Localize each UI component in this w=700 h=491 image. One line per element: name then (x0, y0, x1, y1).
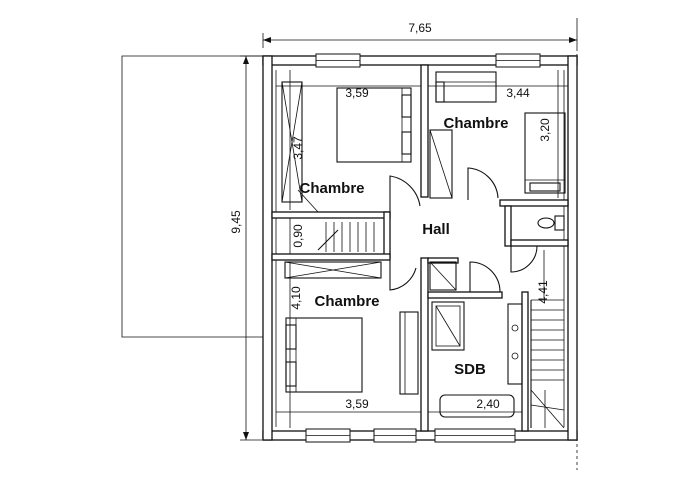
dim-bedroom-bottom-left (276, 262, 421, 428)
doors (389, 167, 538, 293)
room-bedroom-top-right: Chambre (443, 115, 508, 132)
outer-walls (262, 55, 578, 441)
room-hall: Hall (422, 221, 450, 238)
dim-corridor: 0,90 (291, 224, 305, 248)
wardrobe-top-left (281, 81, 303, 203)
room-bedroom-bottom-left: Chambre (314, 293, 379, 310)
dim-stair-height: 4,41 (536, 280, 550, 304)
overall-height-label: 9,45 (229, 210, 243, 234)
bed-bottom-left (285, 317, 363, 393)
dim-bathroom-width-label: 2,40 (476, 397, 500, 411)
room-bedroom-top-left: Chambre (299, 180, 364, 197)
wardrobe-bottom-left (284, 261, 382, 279)
bed-top-left (336, 87, 412, 163)
shower (431, 301, 465, 351)
wardrobe-top-right (429, 129, 453, 199)
dim-bottom-left-width: 3,59 (345, 397, 369, 411)
overall-height-dimension (240, 55, 262, 441)
sinks (507, 303, 523, 385)
desk-bottom-left (399, 311, 419, 395)
dim-bedroom-top-right (428, 70, 568, 198)
dim-top-right-width: 3,44 (506, 86, 530, 100)
roof-projection-outline (121, 55, 263, 338)
desk-top-right (435, 71, 497, 103)
dim-top-left-height: 3,47 (291, 136, 305, 160)
dim-top-left-width: 3,59 (345, 86, 369, 100)
dim-bottom-left-height: 4,10 (289, 286, 303, 310)
windows (305, 53, 541, 443)
stairs-right (530, 250, 565, 429)
closet-hall (429, 261, 457, 291)
overall-width-label: 7,65 (408, 21, 432, 35)
bathtub (439, 394, 515, 418)
room-bathroom: SDB (454, 361, 486, 378)
stair-corridor (289, 218, 375, 254)
bed-top-right (524, 112, 566, 194)
toilet (537, 215, 565, 231)
dim-top-right-height: 3,20 (538, 118, 552, 142)
interior-walls (271, 64, 569, 432)
dim-bedroom-top-left (276, 70, 421, 210)
